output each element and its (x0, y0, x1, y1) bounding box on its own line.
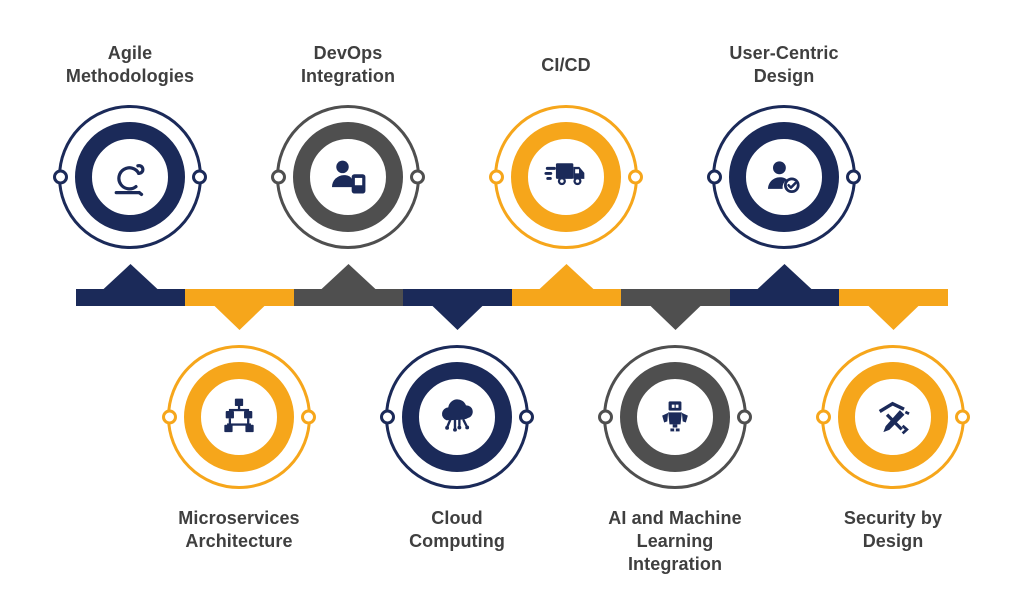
arrow-down-icon (649, 305, 702, 330)
node-microservices-architecture: Microservices Architecture (159, 342, 319, 553)
node-circle (816, 342, 970, 492)
connector-dot-left (598, 409, 613, 425)
timeline-bar (76, 264, 948, 330)
arrow-up-icon (320, 264, 377, 290)
connector-dot-left (816, 409, 831, 425)
node-circle (598, 342, 752, 492)
connector-dot-right (192, 169, 207, 185)
connector-dot-right (628, 169, 643, 185)
node-label: CI/CD (541, 54, 591, 75)
node-label: Security by Design (843, 508, 943, 551)
timeline-segment (512, 264, 621, 306)
cloud-network-icon (442, 399, 473, 432)
node-devops-integration: DevOps Integration (268, 28, 428, 252)
network-nodes-icon (224, 398, 254, 433)
robot-icon (662, 401, 688, 432)
connector-dot-left (380, 409, 395, 425)
node-circle (489, 102, 643, 252)
connector-dot-right (301, 409, 316, 425)
person-device-icon (331, 160, 366, 194)
node-label: Agile Methodologies (65, 43, 195, 86)
node-circle (271, 102, 425, 252)
timeline-segment (76, 264, 185, 306)
node-label: Cloud Computing (409, 508, 505, 551)
connector-dot-left (271, 169, 286, 185)
connector-dot-right (410, 169, 425, 185)
node-label: User-Centric Design (729, 43, 839, 86)
node-label: Microservices Architecture (178, 508, 300, 551)
node-ai-ml-integration: AI and Machine Learning Integration (595, 342, 755, 576)
connector-dot-left (707, 169, 722, 185)
arrow-down-icon (431, 305, 484, 330)
arrow-up-icon (102, 264, 159, 290)
timeline-segment (730, 264, 839, 306)
connector-dot-right (846, 169, 861, 185)
connector-dot-right (955, 409, 970, 425)
timeline-segment (294, 264, 403, 306)
connector-dot-left (53, 169, 68, 185)
node-label: DevOps Integration (300, 43, 396, 86)
node-security-by-design: Security by Design (813, 342, 973, 553)
node-circle (380, 342, 534, 492)
node-circle (53, 102, 207, 252)
arrow-up-icon (756, 264, 813, 290)
node-agile-methodologies: Agile Methodologies (50, 28, 210, 252)
timeline-segment (839, 289, 948, 330)
timeline-segment (621, 289, 730, 330)
user-check-icon (767, 161, 800, 194)
design-tools-icon (878, 401, 910, 435)
connector-dot-right (737, 409, 752, 425)
timeline-segment (403, 289, 512, 330)
sprint-icon (114, 164, 145, 197)
node-circle (707, 102, 861, 252)
node-cloud-computing: Cloud Computing (377, 342, 537, 553)
connector-dot-left (162, 409, 177, 425)
connector-dot-right (519, 409, 534, 425)
arrow-down-icon (213, 305, 266, 330)
timeline-segment (185, 289, 294, 330)
node-ci-cd: CI/CD (486, 28, 646, 252)
arrow-up-icon (538, 264, 595, 290)
connector-dot-left (489, 169, 504, 185)
node-user-centric-design: User-Centric Design (704, 28, 864, 252)
arrow-down-icon (867, 305, 920, 330)
delivery-truck-icon (544, 163, 585, 186)
node-label: AI and Machine Learning Integration (608, 508, 742, 574)
node-circle (162, 342, 316, 492)
